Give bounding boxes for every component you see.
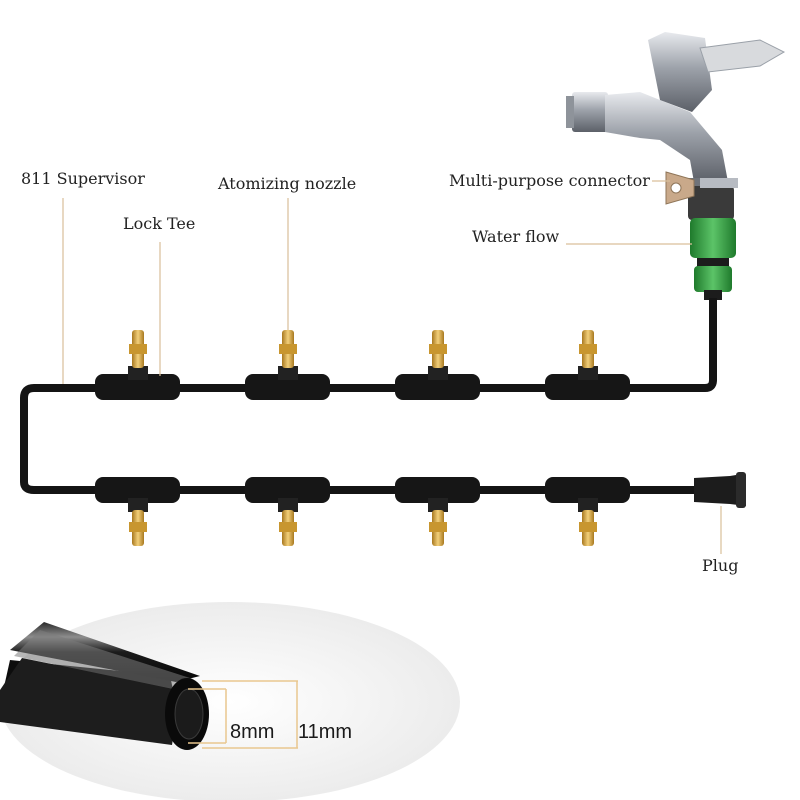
tee-top-2 — [245, 330, 330, 400]
tee-top-4 — [545, 330, 630, 400]
end-plug — [694, 472, 746, 508]
tee-bottom-1 — [95, 477, 180, 546]
label-plug: Plug — [702, 556, 739, 575]
tee-bottom-4 — [545, 477, 630, 546]
tee-top-1 — [95, 330, 180, 400]
label-atomizing-nozzle: Atomizing nozzle — [218, 174, 357, 193]
label-lock-tee: Lock Tee — [123, 214, 196, 233]
multi-purpose-connector — [665, 171, 738, 220]
label-water-flow: Water flow — [472, 227, 560, 246]
label-supervisor: 811 Supervisor — [21, 169, 145, 188]
label-outer-diameter: 11mm — [298, 721, 353, 743]
tee-bottom-3 — [395, 477, 480, 546]
tee-top-3 — [395, 330, 480, 400]
tube-cross-section — [0, 602, 460, 800]
label-multi-purpose-connector: Multi-purpose connector — [449, 171, 650, 190]
quick-connector — [690, 218, 736, 300]
mist-tubing — [20, 298, 720, 494]
leader-lines — [62, 180, 722, 554]
label-inner-diameter: 8mm — [230, 721, 275, 743]
water-tap — [566, 32, 786, 190]
tee-bottom-2 — [245, 477, 330, 546]
